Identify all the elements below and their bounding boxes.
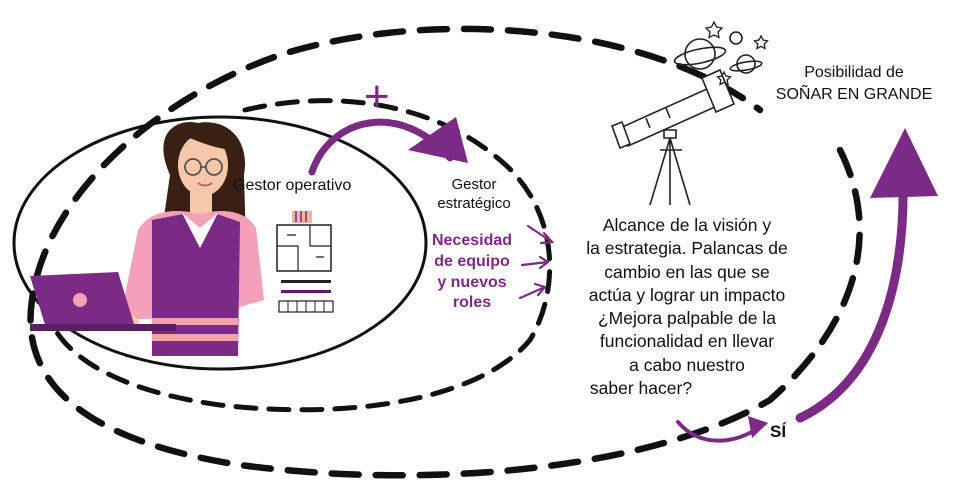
label-necesidad-line: roles — [452, 294, 492, 312]
label-alcance-line: Alcance de la visión y — [602, 215, 772, 235]
label-necesidad-line: y nuevos — [437, 273, 507, 291]
curved-arrow-head — [408, 117, 468, 163]
label-gestor-estrategico: Gestor estratégico — [418, 176, 530, 214]
label-alcance-line: funcionalidad en llevar — [599, 331, 775, 352]
big-arrow-to-dream — [795, 175, 908, 423]
label-alcance-line: actúa y lograr un impacto — [588, 284, 786, 305]
telescope-icon — [610, 68, 736, 206]
label-si: SÍ — [770, 422, 787, 441]
blueprint-icon — [276, 211, 334, 313]
label-alcance-line: saber hacer? — [589, 377, 693, 398]
label-alcance-line: cambio en las que se — [604, 261, 770, 282]
middle-dashed-ellipse — [42, 98, 553, 413]
stars-icon — [704, 20, 769, 86]
outer-dashed-ellipse — [27, 25, 863, 479]
label-gestor-estrategico-line: estratégico — [437, 194, 511, 212]
small-arrows-to-reach-text — [518, 224, 555, 300]
label-necesidad-line: Necesidad — [431, 232, 513, 249]
label-posibilidad-line: SOÑAR EN GRANDE — [775, 86, 933, 104]
big-arrow-to-dream-head — [870, 128, 938, 198]
label-gestor-estrategico-line: Gestor — [451, 176, 497, 193]
label-alcance-line: ¿Mejora palpable de la — [597, 308, 777, 329]
inner-solid-ellipse — [12, 115, 428, 371]
label-posibilidad-line: Posibilidad de — [804, 64, 904, 81]
label-necesidad-equipo: Necesidad de equipo y nuevos roles — [420, 231, 524, 314]
label-necesidad-line: de equipo — [434, 252, 510, 270]
label-alcance-vision: Alcance de la visión y la estrategia. Pa… — [553, 214, 821, 400]
label-alcance-line: la estrategia. Palancas de — [586, 238, 788, 259]
planets-icon — [673, 31, 763, 74]
plus-sign: + — [364, 72, 390, 121]
woman-with-laptop-illustration — [30, 121, 264, 356]
label-gestor-operativo: Gestor operativo — [233, 177, 352, 194]
arrow-to-si-head — [748, 416, 768, 438]
label-alcance-line: a cabo nuestro — [629, 354, 745, 375]
label-posibilidad-sonar: Posibilidad de SOÑAR EN GRANDE — [745, 62, 963, 107]
